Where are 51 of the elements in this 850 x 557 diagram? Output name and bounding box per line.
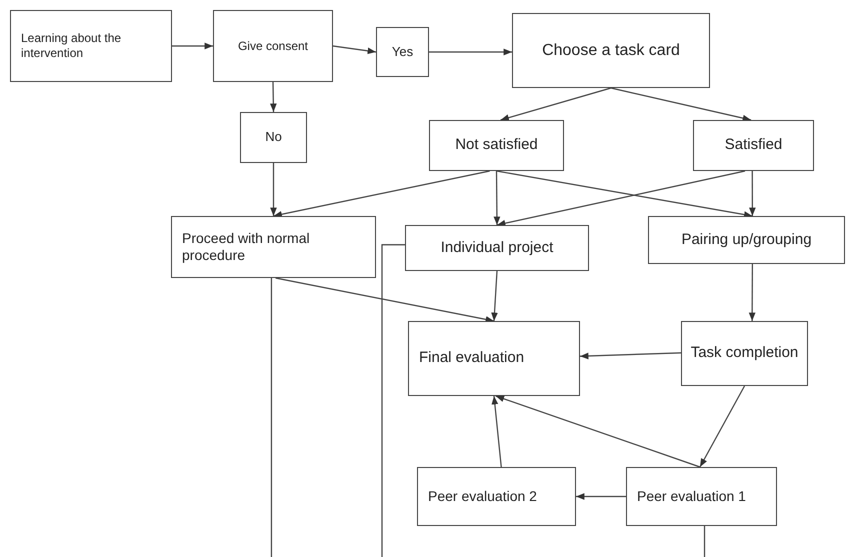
box-label: Task completion: [690, 344, 798, 363]
box-label: Individual project: [440, 238, 554, 258]
arrow: [273, 170, 490, 218]
arrow: [749, 171, 756, 216]
line: [270, 278, 272, 557]
process-box: [405, 225, 589, 271]
box-label: Learning about the intervention: [21, 31, 122, 61]
arrow: [576, 493, 626, 500]
box-label: Proceed with normal procedure: [182, 230, 311, 264]
arrow: [496, 395, 700, 468]
process-box: [417, 467, 576, 526]
arrow: [496, 170, 746, 226]
box-label: Not satisfied: [455, 136, 538, 155]
arrow: [610, 87, 752, 122]
box-label: Yes: [392, 44, 414, 60]
arrow: [580, 352, 682, 360]
box-label: Peer evaluation 1: [637, 488, 746, 506]
arrow: [332, 45, 376, 54]
box-label: Pairing up/grouping: [681, 230, 812, 250]
arrow: [699, 386, 746, 468]
box-label: Peer evaluation 2: [428, 488, 537, 506]
process-box: [10, 10, 172, 82]
arrow: [500, 87, 612, 121]
arrow: [492, 396, 502, 468]
arrow: [172, 42, 213, 50]
arrow: [429, 48, 512, 56]
process-box: [240, 112, 307, 163]
arrow: [496, 170, 753, 218]
process-box: [626, 467, 777, 526]
process-box: [171, 216, 376, 278]
arrow: [270, 163, 277, 216]
process-box: [693, 120, 814, 171]
process-box: [213, 10, 333, 82]
box-label: Final evaluation: [419, 349, 524, 368]
arrow: [748, 264, 756, 321]
process-box: [681, 321, 808, 386]
box-label: Choose a task card: [542, 40, 680, 60]
process-box: [512, 13, 710, 88]
process-box: [648, 216, 845, 264]
box-label: Give consent: [238, 38, 308, 54]
arrow: [491, 270, 498, 322]
box-label: No: [265, 129, 282, 146]
process-box: [429, 120, 564, 171]
arrow: [275, 277, 494, 323]
line: [381, 244, 405, 557]
box-label: Satisfied: [724, 136, 782, 155]
line: [704, 526, 706, 557]
process-box: [376, 27, 429, 77]
arrow: [494, 171, 500, 225]
process-box: [408, 321, 580, 396]
arrow: [270, 82, 277, 112]
